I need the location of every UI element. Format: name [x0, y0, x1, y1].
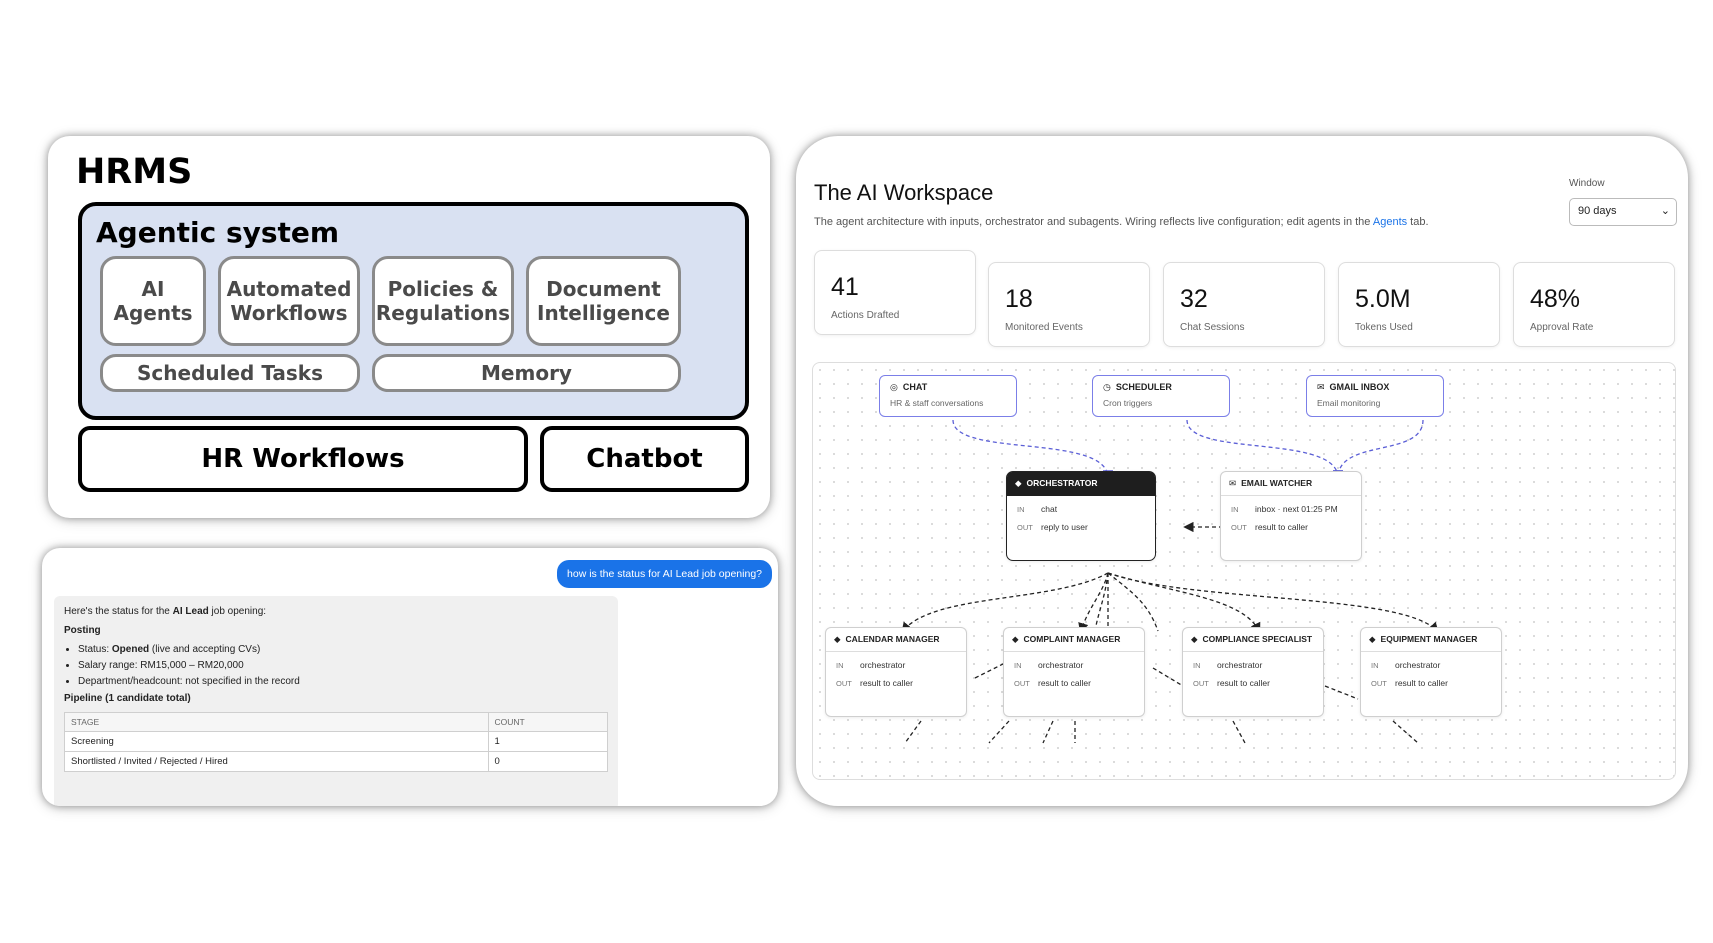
stat-label: Actions Drafted — [831, 310, 900, 321]
agentic-system-title: Agentic system — [96, 216, 340, 249]
posting-list: Status: Opened (live and accepting CVs) … — [78, 644, 608, 687]
column-header-stage: STAGE — [64, 712, 489, 732]
stat-value: 18 — [1005, 285, 1033, 313]
edge-orchestrator-calendar-manager — [901, 572, 1109, 634]
stat-card-monitored-events: 18 Monitored Events — [988, 262, 1150, 347]
agent-architecture-graph: ◎CHAT HR & staff conversations ◷SCHEDULE… — [812, 362, 1676, 780]
table-cell: 1 — [487, 731, 609, 752]
source-desc: Email monitoring — [1317, 398, 1381, 408]
edge-chat-to-orchestrator — [952, 419, 1114, 481]
stat-value: 32 — [1180, 285, 1208, 313]
edge-gmail-to-email-watcher — [1332, 419, 1424, 481]
status-item: Status: Opened (live and accepting CVs) — [78, 644, 608, 655]
source-desc: Cron triggers — [1103, 398, 1153, 408]
window-select[interactable]: 90 days⌄ — [1569, 198, 1677, 226]
table-cell: Shortlisted / Invited / Rejected / Hired — [64, 751, 489, 772]
diamond-icon: ◆ — [1015, 478, 1022, 488]
assistant-reply: Here's the status for the AI Lead job op… — [54, 596, 618, 806]
pipeline-heading: Pipeline (1 candidate total) — [64, 693, 191, 704]
clock-icon: ◷ — [1103, 382, 1111, 392]
chat-icon: ◎ — [890, 382, 898, 392]
hr-workflows-box: HR Workflows — [78, 426, 528, 492]
hrms-diagram-card: HRMS Agentic system AI Agents Automated … — [48, 136, 770, 518]
reply-intro: Here's the status for the AI Lead job op… — [64, 606, 267, 617]
source-node-gmail-inbox[interactable]: ✉GMAIL INBOX Email monitoring — [1306, 375, 1444, 417]
table-row: Shortlisted / Invited / Rejected / Hired… — [64, 751, 609, 772]
stat-label: Approval Rate — [1530, 322, 1594, 333]
department-item: Department/headcount: not specified in t… — [78, 676, 608, 687]
source-desc: HR & staff conversations — [890, 398, 984, 408]
module-ai-agents: AI Agents — [100, 256, 206, 346]
edge-orchestrator-compliance-specialist — [1107, 572, 1261, 634]
stat-label: Chat Sessions — [1180, 322, 1245, 333]
stat-card-approval-rate: 48% Approval Rate — [1513, 262, 1675, 347]
stat-card-tokens-used: 5.0M Tokens Used — [1338, 262, 1500, 347]
graph-edges — [901, 419, 1439, 744]
workspace-subtitle: The agent architecture with inputs, orch… — [814, 216, 1429, 228]
module-document-intelligence: Document Intelligence — [526, 256, 681, 346]
stat-card-chat-sessions: 32 Chat Sessions — [1163, 262, 1325, 347]
diamond-icon: ◆ — [1369, 634, 1376, 644]
mail-icon: ✉ — [1317, 382, 1325, 392]
agentic-system-box: Agentic system AI Agents Automated Workf… — [78, 202, 749, 420]
chat-card: how is the status for AI Lead job openin… — [42, 548, 778, 806]
source-node-scheduler[interactable]: ◷SCHEDULER Cron triggers — [1092, 375, 1230, 417]
chatbot-box: Chatbot — [540, 426, 749, 492]
ai-workspace-card: The AI Workspace The agent architecture … — [796, 136, 1688, 806]
source-node-chat[interactable]: ◎CHAT HR & staff conversations — [879, 375, 1017, 417]
salary-item: Salary range: RM15,000 – RM20,000 — [78, 660, 608, 671]
workspace-title: The AI Workspace — [814, 180, 994, 205]
stat-label: Monitored Events — [1005, 322, 1083, 333]
mail-icon: ✉ — [1229, 478, 1237, 488]
hrms-title: HRMS — [76, 152, 193, 192]
module-automated-workflows: Automated Workflows — [218, 256, 360, 346]
module-memory: Memory — [372, 354, 681, 392]
pipeline-table: STAGE COUNT Screening 1 Shortlisted / In… — [64, 712, 609, 772]
user-message-bubble: how is the status for AI Lead job openin… — [557, 560, 772, 588]
table-cell: 0 — [487, 751, 609, 772]
chevron-down-icon: ⌄ — [1660, 205, 1670, 217]
column-header-count: COUNT — [487, 712, 609, 732]
window-label: Window — [1569, 178, 1605, 189]
agents-tab-link[interactable]: Agents — [1372, 216, 1408, 228]
stat-value: 48% — [1530, 285, 1581, 313]
stat-value: 41 — [831, 273, 859, 301]
diamond-icon: ◆ — [1012, 634, 1019, 644]
table-cell: Screening — [64, 731, 489, 752]
stat-card-actions-drafted: 41 Actions Drafted — [814, 250, 976, 335]
module-policies-regulations: Policies & Regulations — [372, 256, 514, 346]
table-header-row: STAGE COUNT — [64, 712, 609, 732]
posting-heading: Posting — [64, 625, 101, 636]
edge-orchestrator-complaint-manager — [1078, 572, 1109, 634]
diamond-icon: ◆ — [834, 634, 841, 644]
edge-orchestrator-equipment-manager — [1107, 572, 1439, 633]
stat-value: 5.0M — [1355, 285, 1411, 313]
module-scheduled-tasks: Scheduled Tasks — [100, 354, 360, 392]
edge-scheduler-to-email-watcher — [1186, 419, 1344, 481]
stat-label: Tokens Used — [1355, 322, 1413, 333]
diamond-icon: ◆ — [1191, 634, 1198, 644]
table-row: Screening 1 — [64, 731, 609, 752]
